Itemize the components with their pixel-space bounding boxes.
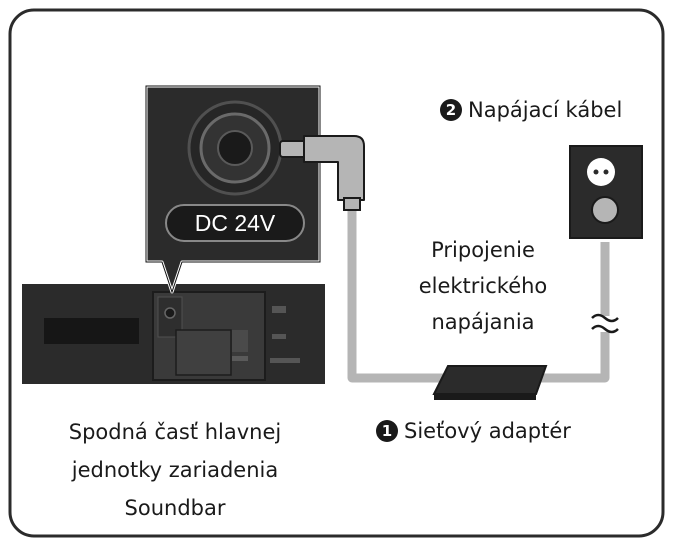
adapter-label: 1 Sieťový adaptér <box>376 418 571 444</box>
connection-line-2: elektrického <box>418 274 548 298</box>
caption-line-1: Spodná časť hlavnej <box>68 420 282 444</box>
power-connection-label: Pripojenie elektrického napájania <box>398 232 568 340</box>
wall-outlet <box>569 145 643 239</box>
dc-jack-callout: DC 24V <box>144 84 322 294</box>
power-cable-label: 2 Napájací kábel <box>440 97 622 123</box>
soundbar-bottom-caption: Spodná časť hlavnej jednotky zariadenia … <box>30 413 320 527</box>
cable-break-icon <box>590 313 620 334</box>
outlet-socket <box>587 158 615 186</box>
soundbar-unit <box>22 284 325 384</box>
dc-jack-socket <box>217 130 253 166</box>
caption-line-3: Soundbar <box>124 496 226 520</box>
caption-line-2: jednotky zariadenia <box>71 458 279 482</box>
dc-label-badge <box>165 204 305 242</box>
power-adapter <box>432 365 548 400</box>
dc-plug <box>279 135 365 211</box>
soundbar-display <box>44 318 139 344</box>
connection-line-3: napájania <box>431 310 535 334</box>
outlet-plug <box>591 196 619 224</box>
connection-line-1: Pripojenie <box>431 238 535 262</box>
adapter-text: Sieťový adaptér <box>404 419 571 443</box>
power-cable <box>534 242 610 383</box>
dc-label: DC 24V <box>195 210 276 236</box>
step-number-1: 1 <box>376 420 398 442</box>
soundbar-dc-port <box>164 307 176 319</box>
step-number-2: 2 <box>440 99 462 121</box>
power-cable-text: Napájací kábel <box>468 98 623 122</box>
dc-cable <box>347 205 446 383</box>
